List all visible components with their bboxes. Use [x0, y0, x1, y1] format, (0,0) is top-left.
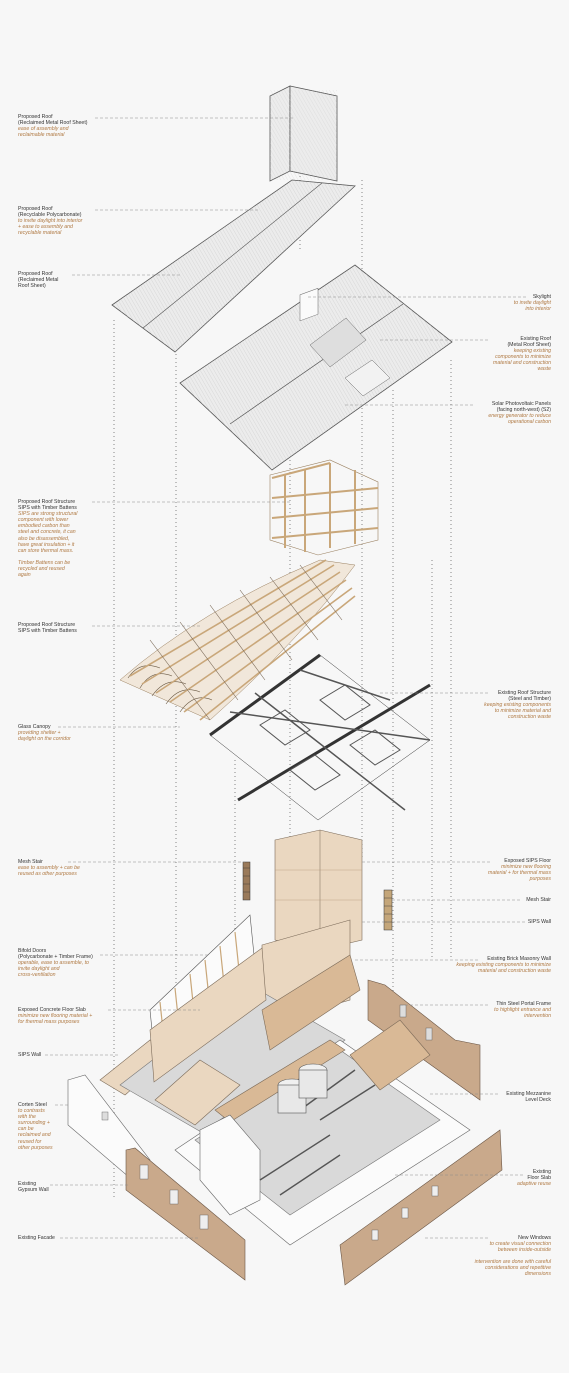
label-existing-gypsum-wall: Existing Gypsum Wall: [18, 1181, 49, 1194]
new-windows-wall: [339, 1129, 503, 1286]
label-corten-steel: Corten Steel to contrasts with the surro…: [18, 1102, 53, 1151]
label-solar-pv: Solar Photovoltaic Panels (facing north-…: [488, 401, 551, 426]
label-sips-wall-right: SIPS Wall: [527, 919, 551, 925]
sips-wall-and-interior: [99, 919, 361, 1141]
label-roof-structure-sips-1: Proposed Roof Structure SIPS with Timber…: [18, 499, 78, 579]
label-roof-structure-sips-2: Proposed Roof Structure SIPS with Timber…: [18, 622, 77, 635]
roof-structure-sips-lattice: [119, 559, 356, 721]
label-exposed-sips-floor: Exposed SIPS Floor minimize new flooring…: [488, 858, 551, 883]
label-existing-floor-slab: Existing Floor Slab adaptive reuse: [516, 1169, 551, 1188]
existing-facade: [125, 1147, 246, 1281]
label-mesh-stair-right: Mesh Stair: [526, 897, 551, 903]
label-thin-steel-portal: Thin Steel Portal Frame to highlight ent…: [494, 1001, 551, 1020]
label-bifold-doors: Bifold Doors (Polycarbonate + Timber Fra…: [18, 948, 93, 979]
label-existing-mezzanine: Existing Mezzanine Level Deck: [506, 1091, 551, 1104]
label-new-windows: New Windows to create visual connection …: [474, 1235, 551, 1278]
existing-roof-with-pv: [179, 264, 453, 471]
existing-roof-structure-steel: [209, 653, 431, 821]
proposed-roof-polycarbonate: [111, 179, 356, 353]
sips-floor-block: [274, 829, 363, 951]
roof-structure-sips-upper: [269, 459, 379, 556]
mesh-stair-left: [242, 861, 251, 901]
label-proposed-roof-metal: Proposed Roof (Reclaimed Metal Roof Shee…: [18, 114, 88, 139]
ground-floor-slab: [174, 1019, 471, 1246]
existing-brick-wall: [367, 979, 481, 1101]
label-sips-wall-left: SIPS Wall: [18, 1052, 42, 1058]
label-existing-facade: Existing Facade: [18, 1235, 55, 1241]
label-skylight: Skylight to invite daylight into interio…: [513, 294, 551, 313]
label-existing-roof-structure: Existing Roof Structure (Steel and Timbe…: [484, 690, 551, 721]
leader-lines: [45, 117, 528, 1239]
mesh-stair-right: [383, 889, 393, 931]
label-proposed-roof-reclaimed: Proposed Roof (Reclaimed Metal Roof Shee…: [18, 271, 59, 290]
label-proposed-roof-polycarbonate: Proposed Roof (Recyclable Polycarbonate)…: [18, 206, 83, 237]
label-existing-roof: Existing Roof (Metal Roof Sheet) keeping…: [493, 336, 551, 373]
label-exposed-concrete-slab: Exposed Concrete Floor Slab minimize new…: [18, 1007, 93, 1026]
label-mesh-stair-left: Mesh Stair ease to assembly + can be reu…: [18, 859, 80, 878]
proposed-roof-metal-top: [269, 85, 338, 182]
label-existing-brick-wall: Existing Brick Masonry Wall keeping exis…: [456, 956, 551, 975]
label-glass-canopy: Glass Canopy providing shelter + dayligh…: [18, 724, 71, 743]
